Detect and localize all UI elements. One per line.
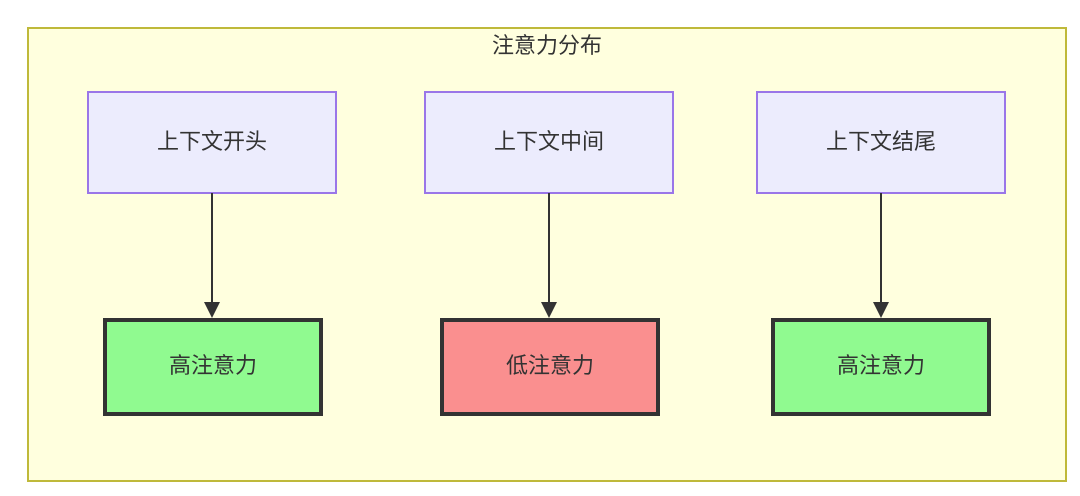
node-context-start[interactable] xyxy=(87,91,337,194)
node-context-end[interactable] xyxy=(756,91,1006,194)
node-context-end-label: 上下文结尾 xyxy=(826,129,936,154)
edge-arrowhead-2 xyxy=(541,302,557,318)
node-context-middle-label: 上下文中间 xyxy=(494,129,604,154)
edge-arrowhead-3 xyxy=(873,302,889,318)
column-2: 上下文中间 低注意力 xyxy=(424,91,674,416)
node-attention-1-label: 高注意力 xyxy=(169,353,257,378)
edge-arrowhead-1 xyxy=(204,302,220,318)
column-1: 上下文开头 高注意力 xyxy=(87,91,337,416)
node-attention-1[interactable] xyxy=(103,318,323,416)
cluster-title: 注意力分布 xyxy=(492,33,602,58)
node-context-start-label: 上下文开头 xyxy=(157,129,267,154)
node-context-middle[interactable] xyxy=(424,91,674,194)
node-attention-2-label: 低注意力 xyxy=(506,353,594,378)
node-attention-2[interactable] xyxy=(440,318,660,416)
column-3: 上下文结尾 高注意力 xyxy=(756,91,1006,416)
node-attention-3-label: 高注意力 xyxy=(837,353,925,378)
node-attention-3[interactable] xyxy=(771,318,991,416)
